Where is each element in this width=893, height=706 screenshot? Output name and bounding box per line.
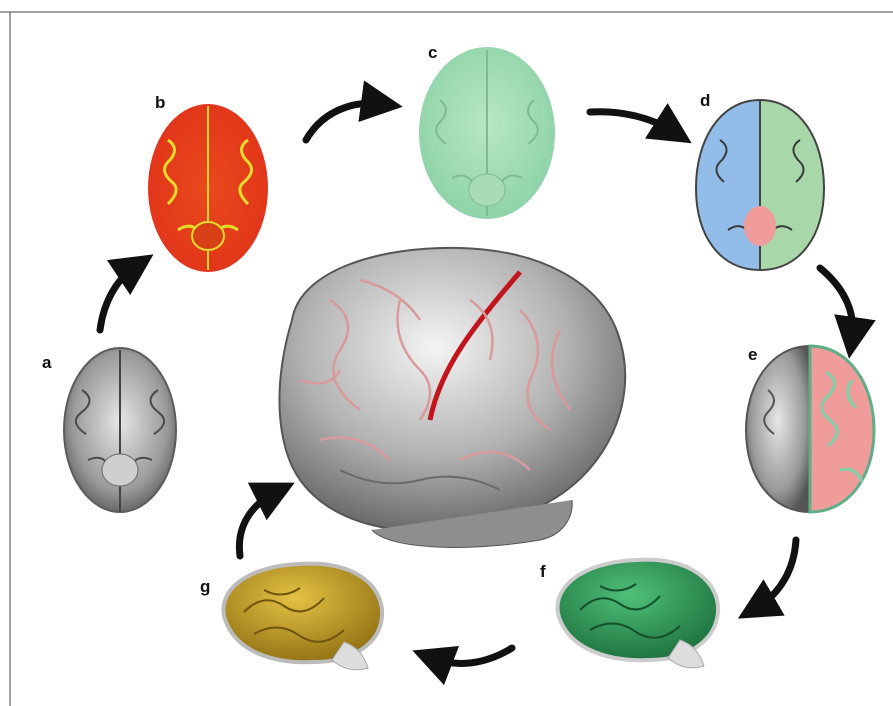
center-surface bbox=[279, 248, 625, 548]
panel-g: g bbox=[200, 564, 382, 670]
arrow-g-to-center bbox=[239, 492, 276, 556]
arrow-b-to-c bbox=[306, 103, 382, 140]
panel-d: d bbox=[696, 91, 824, 270]
arrow-a-to-b bbox=[100, 266, 136, 330]
panel-c: c bbox=[419, 43, 555, 219]
arrow-d-to-e bbox=[820, 268, 853, 338]
panel-label-b: b bbox=[155, 93, 165, 112]
brain-axial-slice-icon bbox=[696, 100, 824, 270]
panel-label-c: c bbox=[428, 43, 437, 62]
panel-label-f: f bbox=[540, 562, 546, 581]
panel-b: b bbox=[148, 93, 268, 272]
arrow-f-to-g bbox=[432, 648, 512, 663]
arrow-e-to-f bbox=[756, 540, 796, 608]
panel-label-d: d bbox=[700, 91, 710, 110]
brain-axial-slice-icon bbox=[64, 348, 176, 512]
brain-axial-slice-icon bbox=[746, 346, 874, 512]
panel-label-a: a bbox=[42, 353, 52, 372]
panel-f: f bbox=[540, 560, 718, 668]
panel-label-e: e bbox=[748, 345, 757, 364]
brain-axial-slice-icon bbox=[419, 47, 555, 219]
panel-label-g: g bbox=[200, 577, 210, 596]
brain-lateral-surface-icon bbox=[223, 564, 382, 670]
arrow-c-to-d bbox=[590, 112, 674, 132]
inflated-cortical-surface-icon bbox=[279, 248, 625, 548]
brain-lateral-surface-icon bbox=[557, 560, 718, 668]
brain-axial-slice-icon bbox=[148, 104, 268, 272]
panel-a: a bbox=[42, 348, 176, 512]
panel-e: e bbox=[746, 345, 874, 512]
